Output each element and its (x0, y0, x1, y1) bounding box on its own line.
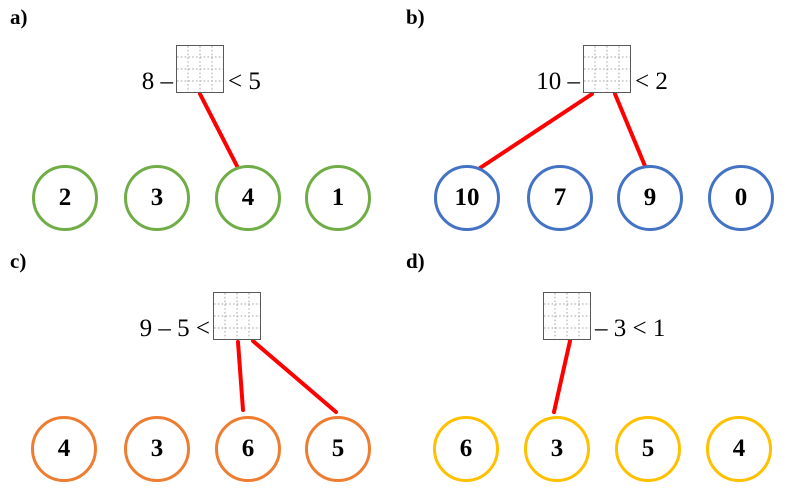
answer-box-grid (176, 45, 224, 93)
option-circle-3[interactable]: 3 (124, 416, 190, 482)
option-value: 1 (331, 184, 345, 211)
exercise-panel-b: b) 10 – < 2 10 7 9 0 (396, 0, 792, 244)
panel-label: b) (406, 5, 425, 29)
equation-prefix: 9 – 5 < (139, 315, 210, 342)
option-circle-9[interactable]: 9 (617, 165, 683, 231)
option-circle-0[interactable]: 0 (708, 165, 774, 231)
equation-suffix: – 3 < 1 (595, 315, 666, 342)
option-circle-4[interactable]: 4 (31, 416, 97, 482)
option-circle-7[interactable]: 7 (527, 165, 593, 231)
answer-box[interactable] (543, 292, 591, 340)
panel-label: c) (10, 249, 27, 273)
answer-box-grid (543, 292, 591, 340)
option-value: 3 (150, 435, 164, 462)
option-circle-5[interactable]: 5 (615, 416, 681, 482)
connector-line (478, 92, 594, 170)
option-value: 3 (550, 435, 564, 462)
panel-label: a) (10, 5, 28, 29)
option-value: 4 (241, 184, 255, 211)
option-circle-2[interactable]: 2 (32, 165, 98, 231)
exercise-panel-a: a) 8 – < 5 2 3 4 1 (0, 0, 396, 244)
option-value: 4 (732, 435, 746, 462)
answer-box[interactable] (583, 45, 631, 93)
option-value: 5 (641, 435, 655, 462)
option-value: 7 (553, 184, 567, 211)
option-value: 10 (454, 184, 480, 211)
option-circle-3[interactable]: 3 (124, 165, 190, 231)
equation-suffix: < 2 (635, 68, 668, 95)
option-circle-3[interactable]: 3 (524, 416, 590, 482)
option-circle-6[interactable]: 6 (215, 416, 281, 482)
connector-line (552, 339, 572, 414)
equation-prefix: 10 – (536, 68, 580, 95)
option-value: 0 (734, 184, 748, 211)
option-value: 6 (459, 435, 473, 462)
option-circle-5[interactable]: 5 (305, 416, 371, 482)
option-value: 3 (150, 184, 164, 211)
panel-label: d) (406, 249, 425, 273)
option-circle-10[interactable]: 10 (434, 165, 500, 231)
option-circle-4[interactable]: 4 (215, 165, 281, 231)
answer-box[interactable] (176, 45, 224, 93)
answer-box-grid (213, 292, 261, 340)
option-value: 6 (241, 435, 255, 462)
connector-line (251, 339, 338, 414)
exercise-panel-d: d) – 3 < 1 6 3 5 4 (396, 244, 792, 488)
option-circle-6[interactable]: 6 (433, 416, 499, 482)
connector-line (236, 340, 245, 412)
answer-box[interactable] (213, 292, 261, 340)
answer-box-grid (583, 45, 631, 93)
equation-suffix: < 5 (228, 68, 261, 95)
option-value: 9 (643, 184, 657, 211)
exercise-panel-c: c) 9 – 5 < 4 3 6 5 (0, 244, 396, 488)
option-value: 2 (58, 184, 72, 211)
option-value: 4 (57, 435, 71, 462)
connector-line (613, 92, 647, 168)
equation-prefix: 8 – (141, 68, 173, 95)
option-circle-4[interactable]: 4 (706, 416, 772, 482)
connector-line (198, 92, 239, 168)
option-circle-1[interactable]: 1 (305, 165, 371, 231)
option-value: 5 (331, 435, 345, 462)
